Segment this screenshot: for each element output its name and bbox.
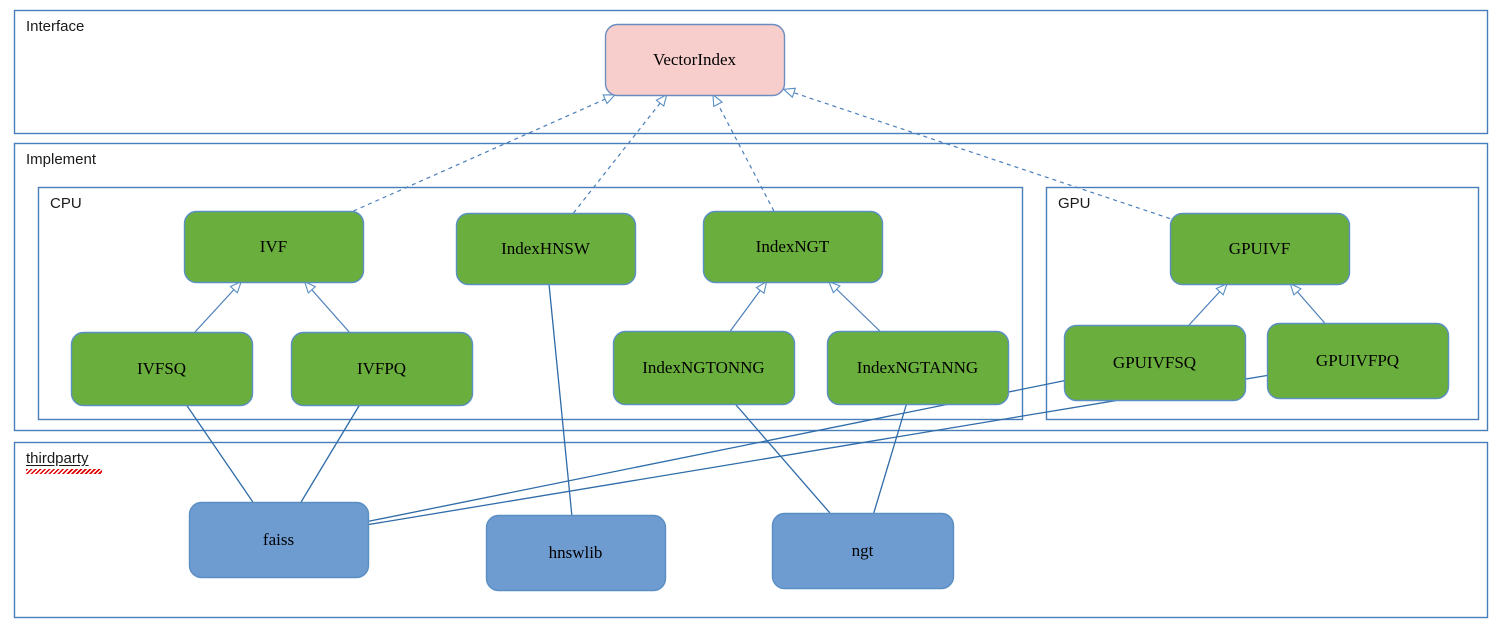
edge-generalization-ivfpq-to-ivf [303, 280, 350, 333]
node-hnswlib[interactable] [485, 514, 667, 592]
edge-composition-hnswlib-to-indexhnsw [544, 271, 573, 516]
edge-composition-faiss-to-ivfsq [179, 394, 254, 503]
edge-realization-indexngt-to-vectorindex [712, 93, 775, 212]
edge-generalization-gpuivfsq-to-gpuivf [1188, 282, 1229, 326]
node-gpuivfsq[interactable] [1063, 324, 1247, 402]
node-gpuivf[interactable] [1169, 212, 1351, 286]
node-vectorindex[interactable] [604, 23, 786, 97]
edge-realization-gpuivf-to-vectorindex [782, 87, 1171, 220]
node-ivfsq[interactable] [70, 331, 254, 407]
edge-generalization-indexngtanng-to-indexngt [827, 280, 881, 332]
edge-generalization-ivfsq-to-ivf [194, 280, 243, 333]
node-ivf[interactable] [183, 210, 365, 284]
container-label-cpu: CPU [50, 195, 82, 212]
edge-generalization-gpuivfpq-to-gpuivf [1289, 282, 1326, 324]
container-label-interface: Interface [26, 18, 85, 35]
edge-generalization-indexngtonng-to-indexngt [729, 280, 768, 332]
edge-composition-faiss-to-ivfpq [300, 394, 367, 503]
edge-composition-ngt-to-indexngtanng [873, 391, 913, 514]
spellcheck-underline [26, 469, 102, 474]
node-ngt[interactable] [771, 512, 955, 590]
node-indexngt[interactable] [702, 210, 884, 284]
edge-realization-indexhnsw-to-vectorindex [573, 93, 668, 214]
node-indexngtanng[interactable] [826, 330, 1010, 406]
container-label-gpu: GPU [1058, 195, 1091, 212]
node-gpuivfpq[interactable] [1266, 322, 1450, 400]
node-indexngtonng[interactable] [612, 330, 796, 406]
node-indexhnsw[interactable] [455, 212, 637, 286]
node-ivfpq[interactable] [290, 331, 474, 407]
container-label-thirdparty: thirdparty [26, 450, 89, 467]
container-label-implement: Implement [26, 151, 97, 168]
edge-composition-ngt-to-indexngtonng [726, 394, 831, 514]
node-faiss[interactable] [188, 501, 370, 579]
